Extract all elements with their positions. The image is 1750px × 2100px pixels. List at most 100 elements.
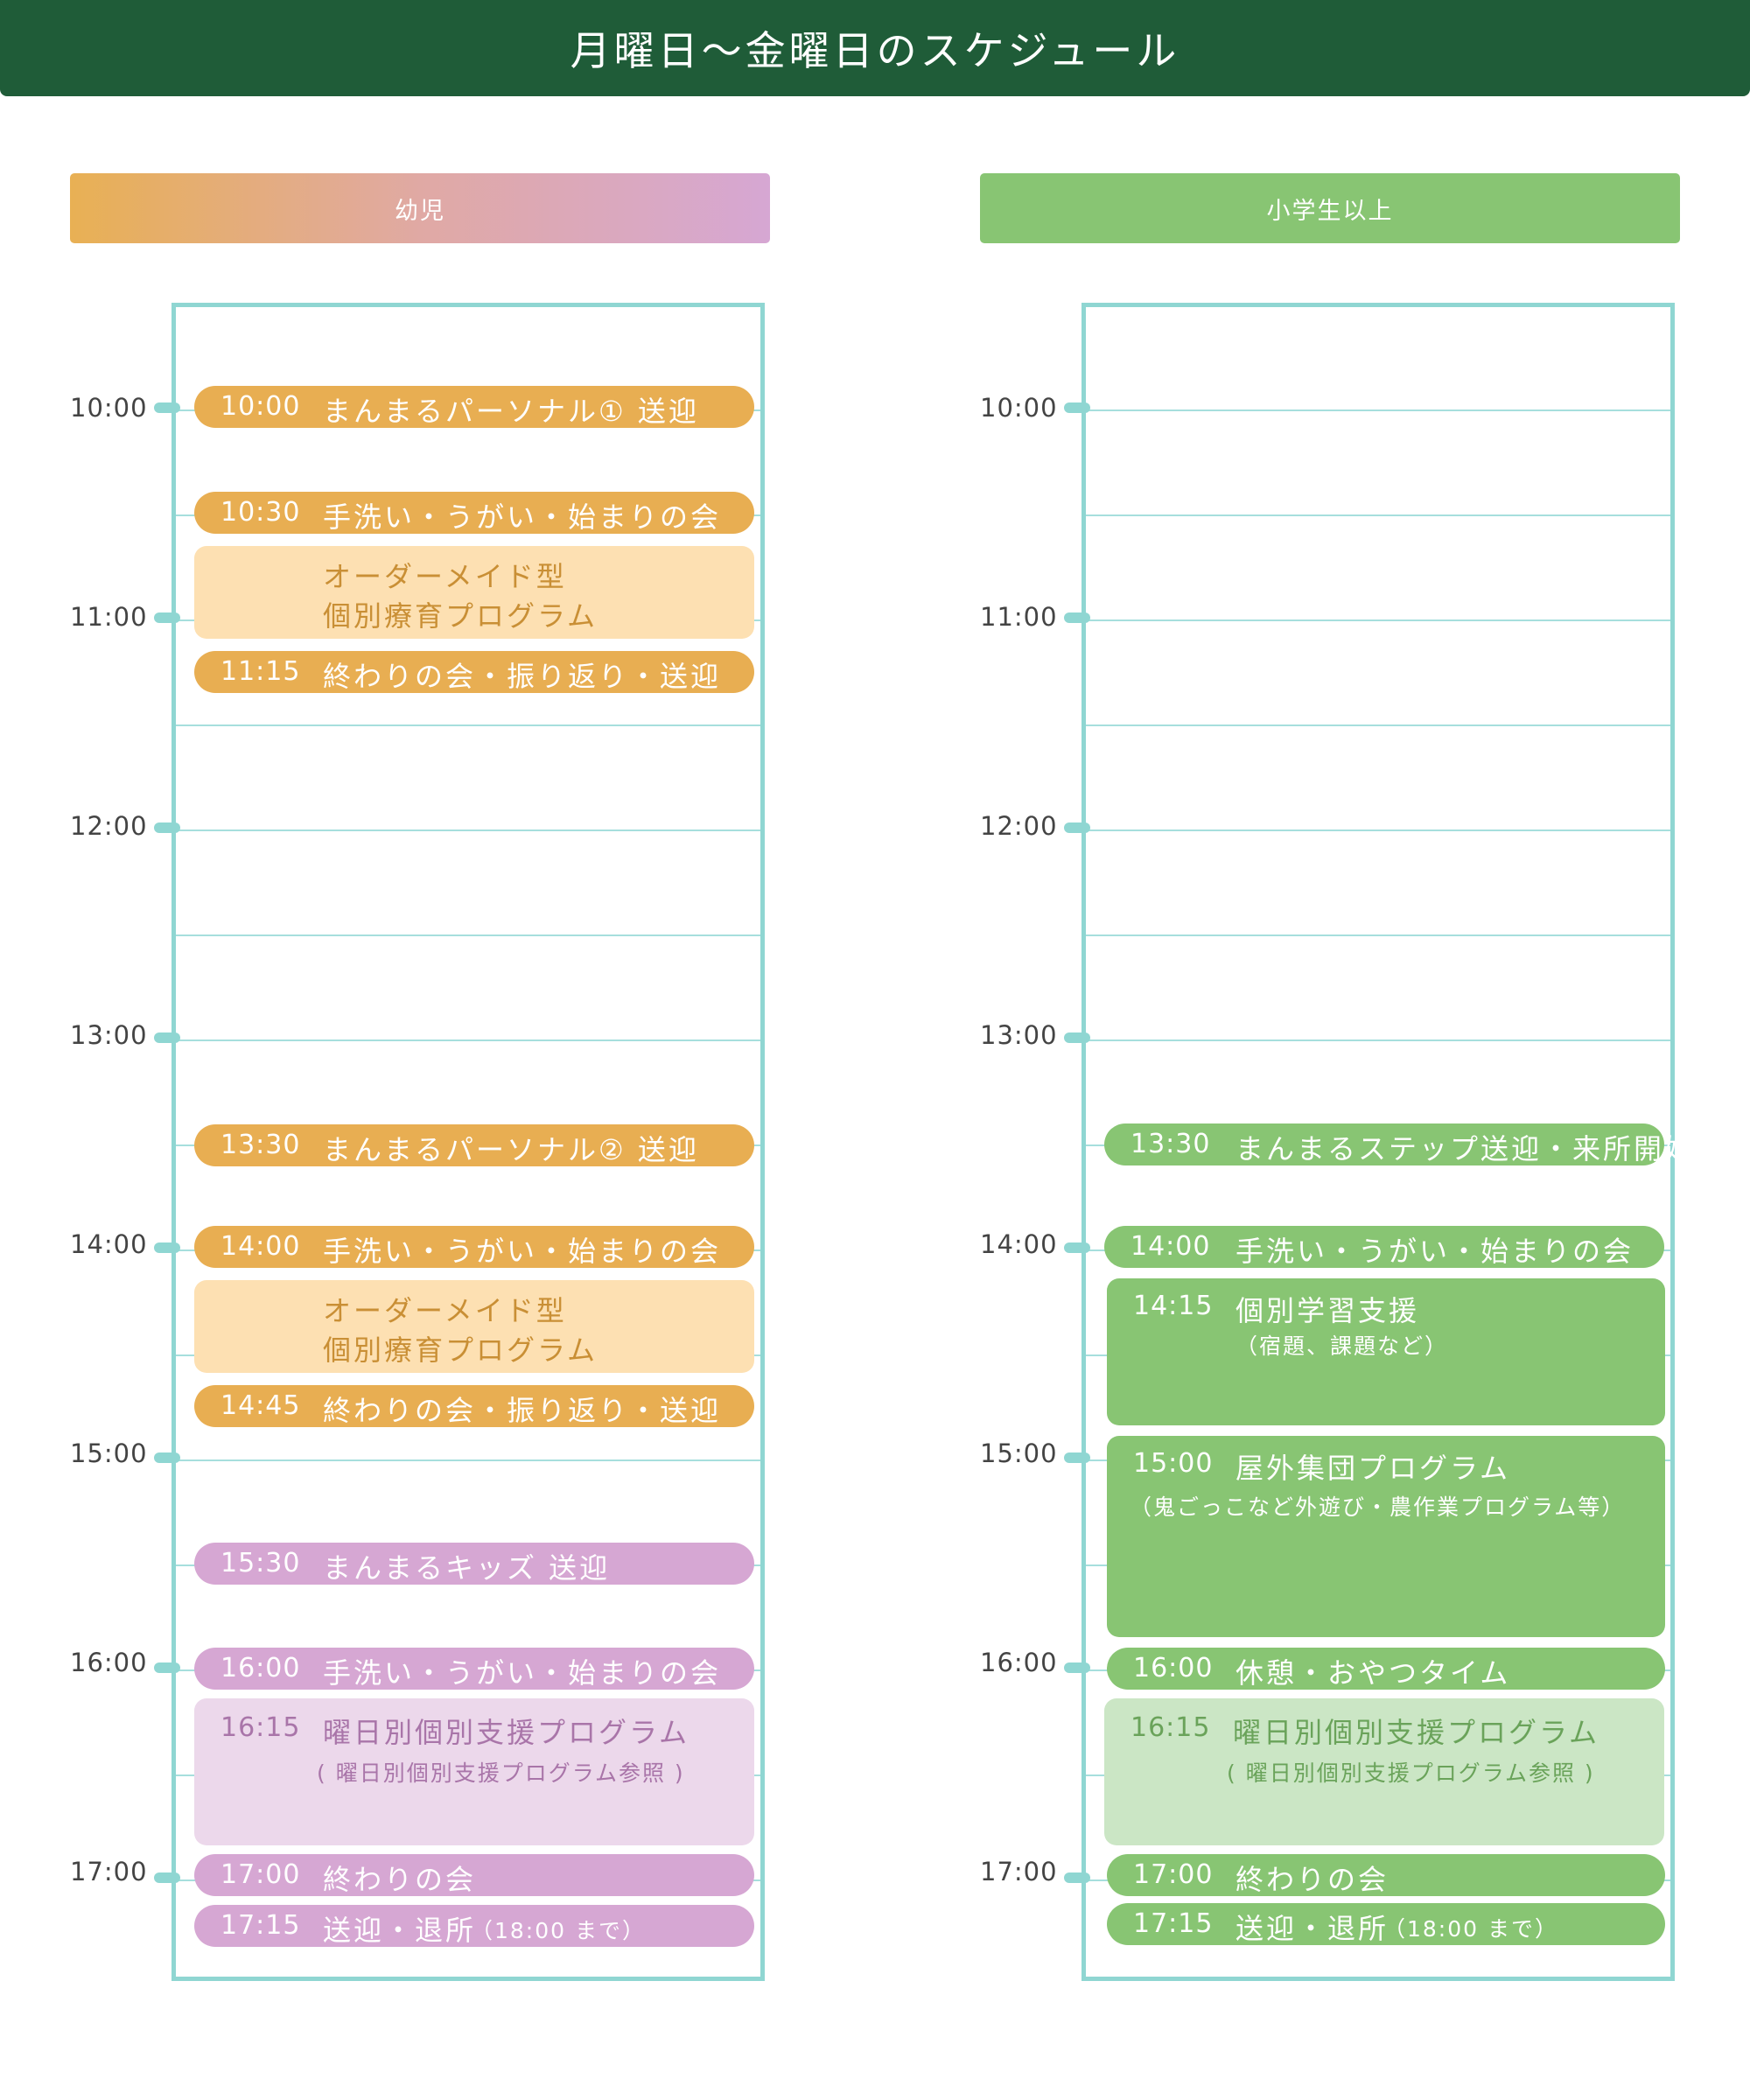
time-label-1200: 12:00 bbox=[980, 811, 1058, 841]
time-label-1400: 14:00 bbox=[980, 1229, 1058, 1259]
item-label: 終わりの会 bbox=[323, 1863, 477, 1896]
schedule-item: オーダーメイド型 個別療育プログラム bbox=[194, 1280, 754, 1373]
item-time: 13:30 bbox=[1130, 1129, 1211, 1159]
hour-line bbox=[176, 1460, 760, 1461]
time-tick bbox=[1064, 1452, 1090, 1463]
time-label-1000: 10:00 bbox=[70, 393, 148, 423]
half-hour-line bbox=[1086, 934, 1670, 936]
time-label-1600: 16:00 bbox=[980, 1648, 1058, 1677]
item-label: 手洗い・うがい・始まりの会 bbox=[1236, 1235, 1634, 1268]
time-label-1100: 11:00 bbox=[70, 602, 148, 632]
schedule-item: 16:15 曜日別個別支援プログラム ( 曜日別個別支援プログラム参照 ) bbox=[194, 1698, 754, 1845]
hour-line bbox=[1086, 620, 1670, 621]
item-time: 10:00 bbox=[220, 391, 301, 422]
item-sub: （宿題、課題など） bbox=[1236, 1334, 1449, 1359]
item-label: 屋外集団プログラム bbox=[1236, 1452, 1511, 1485]
item-label-line2: 個別療育プログラム bbox=[323, 1334, 598, 1367]
half-hour-line bbox=[1086, 514, 1670, 516]
schedule-item: 15:30 まんまるキッズ 送迎 bbox=[194, 1543, 754, 1585]
item-label: 終わりの会 bbox=[1236, 1863, 1390, 1896]
item-time: 17:15 bbox=[1133, 1908, 1214, 1939]
item-time: 11:15 bbox=[220, 656, 301, 687]
time-label-1700: 17:00 bbox=[70, 1857, 148, 1886]
item-time: 15:00 bbox=[1133, 1448, 1214, 1479]
half-hour-line bbox=[176, 724, 760, 726]
time-label-1700: 17:00 bbox=[980, 1857, 1058, 1886]
time-label-1500: 15:00 bbox=[980, 1438, 1058, 1468]
item-time: 17:15 bbox=[220, 1910, 301, 1941]
time-label-1300: 13:00 bbox=[980, 1020, 1058, 1050]
schedule-item: 13:30 まんまるパーソナル② 送迎 bbox=[194, 1124, 754, 1166]
time-label-1300: 13:00 bbox=[70, 1020, 148, 1050]
item-time: 14:00 bbox=[1130, 1231, 1211, 1262]
item-time: 14:15 bbox=[1133, 1291, 1214, 1321]
schedule-item: 17:15 送迎・退所 （18:00 まで） bbox=[194, 1905, 754, 1947]
schedule-item: 14:00 手洗い・うがい・始まりの会 bbox=[1104, 1226, 1664, 1268]
item-label: 休憩・おやつタイム bbox=[1236, 1656, 1511, 1690]
schedule-item: 13:30 まんまるステップ送迎・来所開始 bbox=[1104, 1124, 1692, 1166]
schedule-item: 17:15 送迎・退所 （18:00 まで） bbox=[1107, 1903, 1665, 1945]
item-label: 送迎・退所 bbox=[1236, 1912, 1390, 1945]
hour-line bbox=[1086, 410, 1670, 411]
item-note: （18:00 まで） bbox=[471, 1918, 646, 1943]
item-time: 16:00 bbox=[1133, 1653, 1214, 1684]
schedule-item: 15:00 屋外集団プログラム （鬼ごっこなど外遊び・農作業プログラム等） bbox=[1107, 1436, 1665, 1637]
time-tick bbox=[1064, 1872, 1090, 1883]
time-tick bbox=[154, 1872, 180, 1883]
time-tick bbox=[1064, 612, 1090, 623]
hour-line bbox=[1086, 1040, 1670, 1041]
item-time: 16:15 bbox=[1130, 1712, 1211, 1743]
item-label: オーダーメイド型 bbox=[323, 1294, 567, 1327]
time-tick bbox=[1064, 1662, 1090, 1673]
time-tick bbox=[154, 1032, 180, 1043]
item-label: 送迎・退所 bbox=[323, 1914, 477, 1947]
half-hour-line bbox=[1086, 724, 1670, 726]
item-time: 15:30 bbox=[220, 1548, 301, 1578]
time-tick bbox=[1064, 1242, 1090, 1253]
schedule-item: オーダーメイド型 個別療育プログラム bbox=[194, 546, 754, 639]
time-label-1000: 10:00 bbox=[980, 393, 1058, 423]
hour-line bbox=[176, 830, 760, 831]
item-label: オーダーメイド型 bbox=[323, 560, 567, 593]
header-bar: 月曜日〜金曜日のスケジュール bbox=[0, 0, 1750, 96]
item-label: まんまるステップ送迎・来所開始 bbox=[1236, 1132, 1696, 1166]
time-tick bbox=[154, 612, 180, 623]
time-label-1100: 11:00 bbox=[980, 602, 1058, 632]
schedule-item: 16:15 曜日別個別支援プログラム ( 曜日別個別支援プログラム参照 ) bbox=[1104, 1698, 1664, 1845]
item-time: 16:15 bbox=[220, 1712, 301, 1743]
item-label: まんまるキッズ 送迎 bbox=[323, 1551, 611, 1585]
item-label-line2: 個別療育プログラム bbox=[323, 599, 598, 633]
time-tick bbox=[154, 1662, 180, 1673]
hour-line bbox=[176, 1040, 760, 1041]
time-tick bbox=[154, 822, 180, 833]
time-tick bbox=[154, 1242, 180, 1253]
time-label-1600: 16:00 bbox=[70, 1648, 148, 1677]
time-label-1200: 12:00 bbox=[70, 811, 148, 841]
time-tick bbox=[1064, 402, 1090, 413]
item-time: 14:45 bbox=[220, 1390, 301, 1421]
schedule-item: 10:00 まんまるパーソナル① 送迎 bbox=[194, 386, 754, 428]
time-label-1400: 14:00 bbox=[70, 1229, 148, 1259]
item-note: （18:00 まで） bbox=[1383, 1916, 1558, 1942]
item-label: 個別学習支援 bbox=[1236, 1294, 1420, 1327]
item-time: 13:30 bbox=[220, 1130, 301, 1160]
item-label: まんまるパーソナル① 送迎 bbox=[323, 395, 699, 428]
item-time: 17:00 bbox=[1133, 1859, 1214, 1890]
schedule-item: 14:45 終わりの会・振り返り・送迎 bbox=[194, 1385, 754, 1427]
item-label: 曜日別個別支援プログラム bbox=[323, 1716, 690, 1749]
item-label: まんまるパーソナル② 送迎 bbox=[323, 1133, 699, 1166]
time-tick bbox=[1064, 822, 1090, 833]
item-time: 16:00 bbox=[220, 1653, 301, 1684]
hour-line bbox=[1086, 830, 1670, 831]
item-sub: ( 曜日別個別支援プログラム参照 ) bbox=[317, 1760, 685, 1786]
time-label-1500: 15:00 bbox=[70, 1438, 148, 1468]
schedule-item: 14:15 個別学習支援 （宿題、課題など） bbox=[1107, 1278, 1665, 1425]
column-header-toddler: 幼児 bbox=[70, 173, 770, 243]
schedule-item: 10:30 手洗い・うがい・始まりの会 bbox=[194, 492, 754, 534]
half-hour-line bbox=[176, 934, 760, 936]
item-label: 手洗い・うがい・始まりの会 bbox=[323, 1235, 722, 1268]
time-tick bbox=[1064, 1032, 1090, 1043]
time-tick bbox=[154, 1452, 180, 1463]
item-sub: ( 曜日別個別支援プログラム参照 ) bbox=[1227, 1760, 1595, 1786]
schedule-item: 11:15 終わりの会・振り返り・送迎 bbox=[194, 651, 754, 693]
